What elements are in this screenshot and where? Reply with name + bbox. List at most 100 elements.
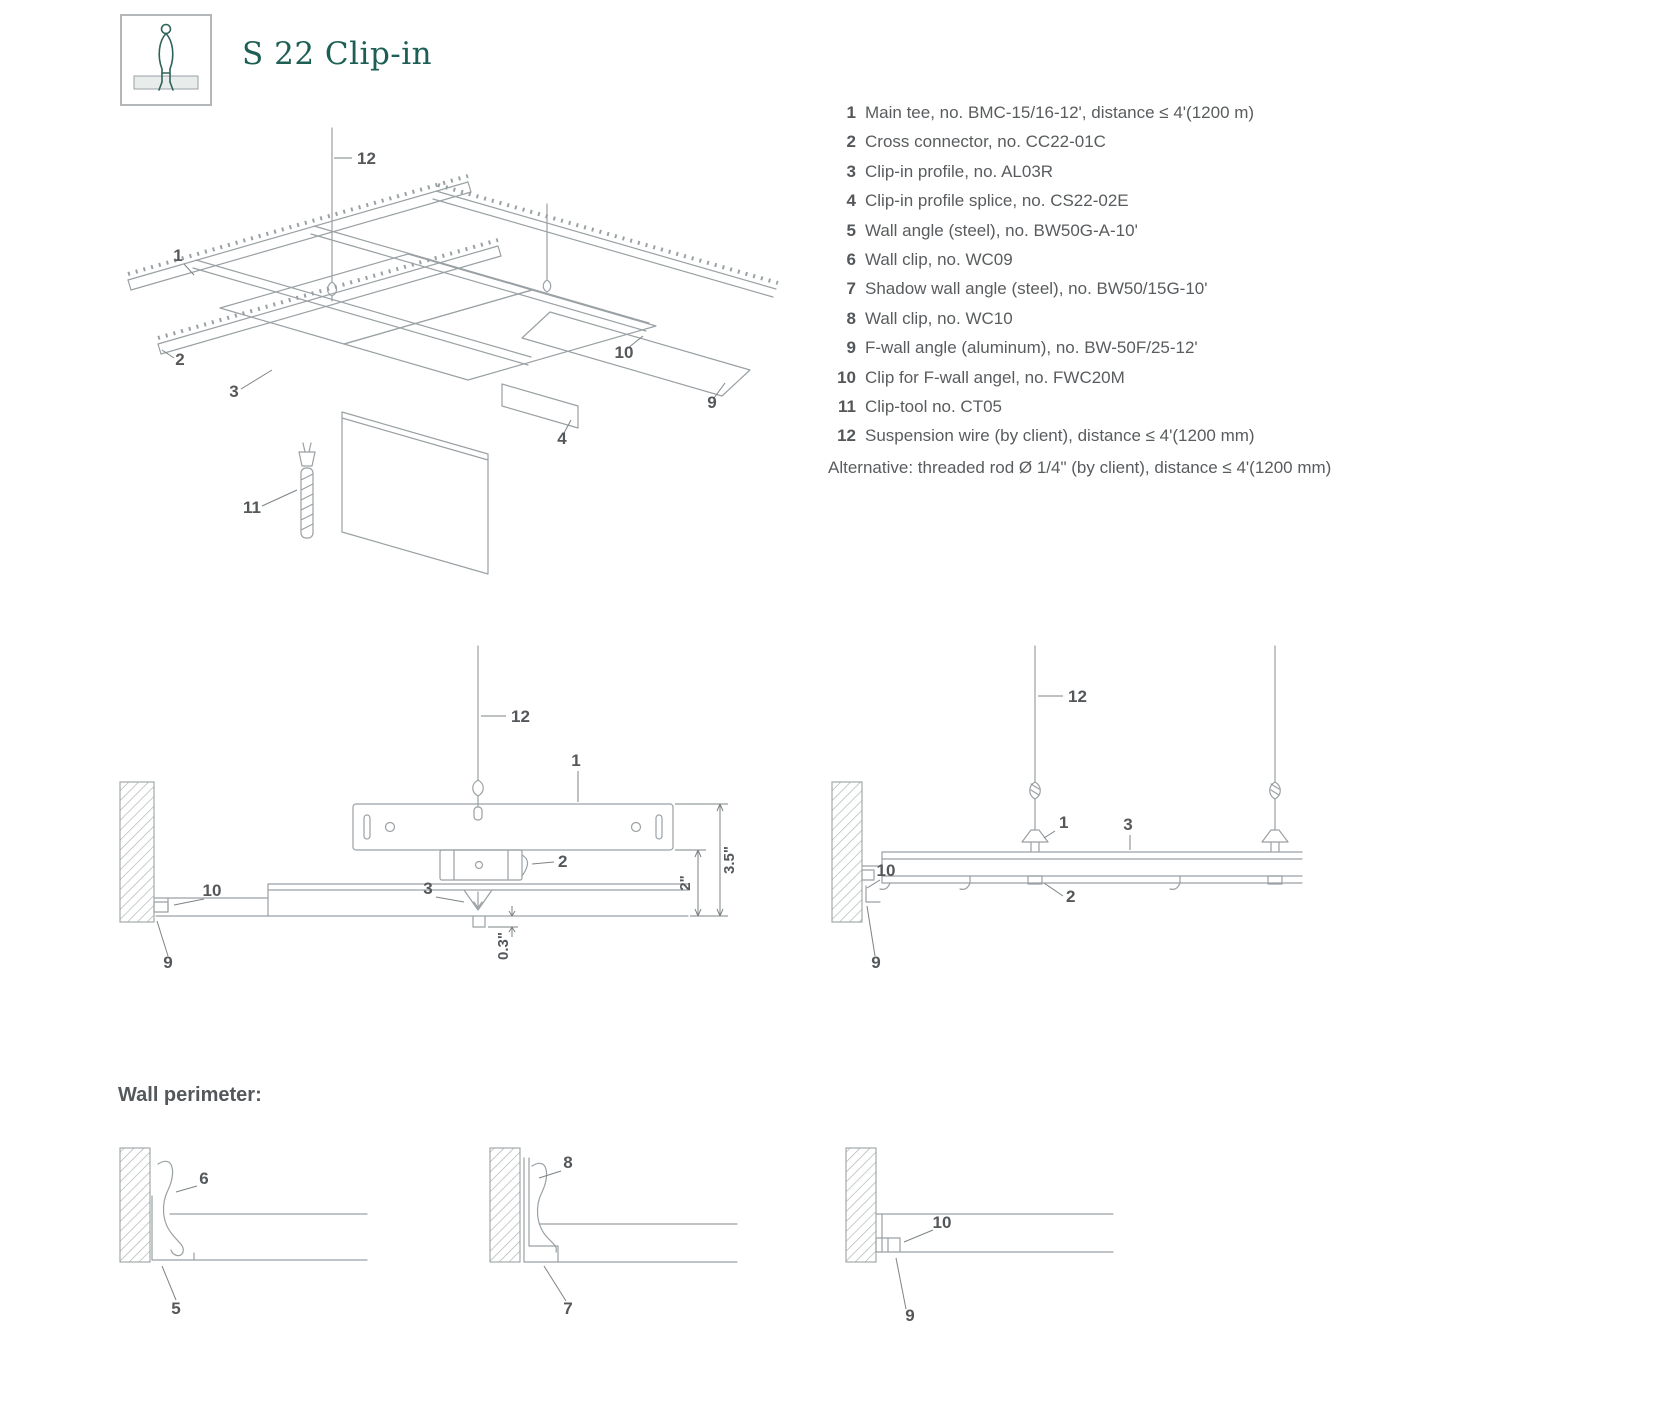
dimensions: 2" 3.5" 0.3" (488, 803, 738, 960)
wall-angle-drawing (153, 897, 269, 913)
parts-list-item: 2 Cross connector, no. CC22-01C (828, 127, 1448, 156)
wall-hatch (845, 1147, 877, 1263)
callout-2: 2 (1066, 887, 1075, 906)
parts-list-item: 8 Wall clip, no. WC10 (828, 304, 1448, 333)
wall-perimeter-detail-2: 8 7 (489, 1147, 738, 1318)
wall-hatch (831, 781, 863, 923)
callout-10: 10 (877, 861, 896, 880)
wall-angle-drawing (861, 865, 881, 903)
callout-1: 1 (1059, 813, 1068, 832)
page-title: S 22 Clip-in (242, 36, 433, 72)
parts-list-item: 6 Wall clip, no. WC09 (828, 245, 1448, 274)
suspension-wires-drawing (1029, 645, 1281, 831)
part-number: 1 (846, 103, 856, 122)
callout-11: 11 (243, 498, 261, 517)
iso-callouts: 12 1 2 3 10 9 4 11 (161, 149, 726, 517)
part-number: 8 (846, 308, 856, 328)
callout-12: 12 (511, 707, 530, 726)
callout-6: 6 (199, 1169, 208, 1188)
part-number: 3 (846, 161, 856, 181)
parts-list-item: 11 Clip-tool no. CT05 (828, 392, 1448, 421)
callout-10: 10 (933, 1213, 952, 1232)
parts-list-item: 4 Clip-in profile splice, no. CS22-02E (828, 186, 1448, 215)
callout-9: 9 (905, 1306, 914, 1325)
callout-1: 1 (173, 246, 182, 265)
clip-in-panels (219, 253, 751, 575)
part-description: Cross connector, no. CC22-01C (865, 132, 1106, 152)
callout-12: 12 (357, 149, 376, 168)
section-callouts: 12 1 3 2 10 9 (866, 687, 1133, 972)
parts-list-item: 9 F-wall angle (aluminum), no. BW-50F/25-… (828, 333, 1448, 362)
wall-hatch (119, 1147, 151, 1263)
callout-8: 8 (563, 1153, 572, 1172)
part-description: Main tee, no. BMC-15/16-12', distance ≤ … (865, 103, 1255, 122)
part-description: Clip-tool no. CT05 (865, 397, 1003, 417)
part-description: Suspension wire (by client), distance ≤ … (865, 426, 1255, 446)
part-description: Wall clip, no. WC09 (865, 250, 1013, 270)
wall-perimeter-heading: Wall perimeter: (118, 1084, 262, 1106)
dimension-0-3in: 0.3" (495, 932, 512, 960)
section-drawing-clip-in: 12 1 3 2 10 9 (831, 645, 1303, 972)
callout-9: 9 (871, 953, 880, 972)
wall-angle-drawing (151, 1195, 195, 1261)
callout-3: 3 (1123, 815, 1132, 834)
part-description: F-wall angle (aluminum), no. BW-50F/25-1… (865, 338, 1198, 358)
suspension-wire-drawing (472, 645, 484, 808)
wall-hatch (489, 1147, 521, 1263)
dimension-2in: 2" (677, 875, 694, 890)
callout-1: 1 (571, 751, 580, 770)
cross-profiles (192, 183, 779, 366)
part-description: Wall clip, no. WC10 (865, 308, 1013, 328)
part-description: Clip-in profile splice, no. CS22-02E (865, 191, 1129, 211)
callout-3: 3 (229, 382, 238, 401)
part-description: Wall angle (steel), no. BW50G-A-10' (865, 220, 1138, 240)
clip-tool-drawing (298, 442, 316, 539)
part-description: Clip-in profile, no. AL03R (865, 161, 1054, 181)
dimension-3-5in: 3.5" (721, 846, 738, 874)
callout-10: 10 (615, 343, 634, 362)
callout-2: 2 (175, 350, 184, 369)
parts-list-item: 1 Main tee, no. BMC-15/16-12', distance ≤… (828, 98, 1448, 127)
wall-clip-drawing (157, 1160, 184, 1257)
clip-in-profile-drawing (155, 883, 689, 928)
shadow-wall-angle-drawing (523, 1157, 559, 1263)
callout-9: 9 (707, 393, 716, 412)
part-number: 10 (837, 367, 856, 387)
part-number: 9 (846, 338, 856, 358)
part-number: 2 (846, 132, 856, 152)
hanger-clips-drawing (1021, 829, 1289, 853)
part-number: 6 (846, 250, 856, 270)
part-description: Clip for F-wall angel, no. FWC20M (865, 367, 1125, 387)
callout-4: 4 (557, 429, 567, 448)
callout-9: 9 (163, 953, 172, 972)
section-drawing-main-tee: 2" 3.5" 0.3" 12 1 2 3 10 9 (119, 645, 738, 972)
part-number: 11 (838, 397, 856, 417)
isometric-assembly-drawing: 12 1 2 3 10 9 4 11 (127, 127, 779, 575)
parts-list-item: 5 Wall angle (steel), no. BW50G-A-10' (828, 216, 1448, 245)
wall-clip-drawing (531, 1162, 557, 1253)
callout-2: 2 (558, 852, 567, 871)
callout-7: 7 (563, 1299, 572, 1318)
section-callouts: 12 1 2 3 10 9 (156, 707, 581, 972)
wall-perimeter-detail-3: 10 9 (845, 1147, 1114, 1325)
parts-list-item: 12 Suspension wire (by client), distance … (828, 421, 1448, 450)
callout-12: 12 (1068, 687, 1087, 706)
part-description: Shadow wall angle (steel), no. BW50/15G-… (865, 279, 1208, 299)
parts-list-item: 10 Clip for F-wall angel, no. FWC20M (828, 363, 1448, 392)
clip-tool-icon (133, 23, 199, 91)
callout-10: 10 (203, 881, 222, 900)
part-number: 12 (837, 426, 856, 446)
part-number: 5 (846, 220, 856, 240)
parts-list: 1 Main tee, no. BMC-15/16-12', distance ≤… (828, 98, 1448, 482)
callout-3: 3 (423, 879, 432, 898)
parts-list-item: 3 Clip-in profile, no. AL03R (828, 157, 1448, 186)
part-number: 4 (846, 191, 856, 211)
clip-in-panel-band (879, 851, 1303, 890)
callout-5: 5 (171, 1299, 180, 1318)
wall-perimeter-detail-1: 6 5 (119, 1147, 368, 1318)
brand-logo (120, 14, 212, 106)
cross-connector-drawing (439, 849, 529, 881)
alternative-note: Alternative: threaded rod Ø 1/4" (by cli… (828, 457, 1332, 477)
